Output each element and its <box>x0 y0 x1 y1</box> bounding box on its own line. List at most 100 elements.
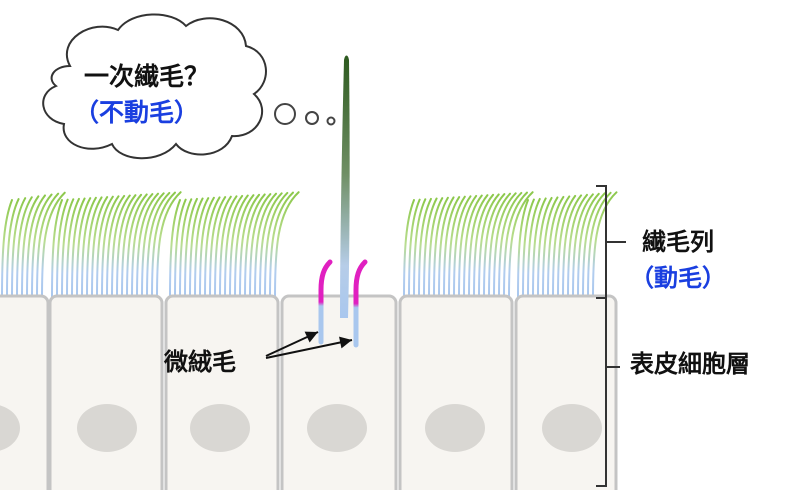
cilium <box>418 197 432 299</box>
cilium <box>11 197 27 299</box>
cilium <box>169 199 181 299</box>
annotations <box>42 13 626 487</box>
cilium <box>259 192 283 299</box>
arrow-head <box>304 331 318 343</box>
cilium <box>274 191 300 299</box>
cilium <box>61 198 75 299</box>
cilium <box>527 197 541 299</box>
cilium <box>403 199 415 299</box>
label-microvilli: 微絨毛 <box>164 348 236 376</box>
cilium <box>249 193 272 299</box>
cilia-tuft <box>169 191 300 299</box>
arrow-to-microvillus-right <box>265 336 353 359</box>
label-cilia-row: 繊毛列 <box>642 228 714 256</box>
cilium <box>51 199 63 299</box>
thought-bubble-small <box>326 116 336 126</box>
cilium <box>146 191 171 299</box>
cilium <box>244 193 266 299</box>
thought-bubble-large <box>274 103 296 125</box>
cilium <box>56 198 69 299</box>
epithelial-cell <box>280 294 398 490</box>
nucleus <box>190 404 250 452</box>
cilium <box>577 192 600 299</box>
cilia-tuft <box>517 191 618 299</box>
cilium <box>229 194 249 299</box>
cilium <box>428 197 444 299</box>
microvillus-left <box>318 259 333 345</box>
nucleus <box>425 404 485 452</box>
epithelial-cells <box>0 294 618 490</box>
cilium <box>101 195 120 299</box>
cilium <box>453 195 472 299</box>
cilium <box>269 191 294 299</box>
cilium <box>498 191 523 299</box>
cilium <box>31 193 53 299</box>
cilium <box>587 191 612 299</box>
cilium <box>508 191 534 299</box>
cilium <box>423 197 438 299</box>
cell-body <box>0 294 50 490</box>
cilia-tuft <box>403 191 534 299</box>
cilium <box>264 191 289 299</box>
cilium <box>572 193 594 299</box>
cilium <box>458 194 478 299</box>
cilium <box>199 196 215 299</box>
thought-bubble-medium <box>305 111 319 125</box>
cilium <box>413 198 427 299</box>
arrow-shaft <box>265 339 353 359</box>
thought-line-primary-cilium: 一次繊毛？ <box>84 62 210 91</box>
arrow-head <box>339 336 352 349</box>
cilium <box>189 197 204 299</box>
cilium <box>438 196 455 299</box>
cilium <box>254 192 278 299</box>
label-epithelial-layer: 表皮細胞層 <box>630 350 750 378</box>
microvillus-right <box>353 259 368 348</box>
cilium <box>443 196 461 299</box>
label-motile-cilia: （動毛） <box>630 264 726 292</box>
cilium <box>408 198 421 299</box>
cilium <box>239 193 261 299</box>
cilium <box>552 195 571 299</box>
cilium <box>96 195 114 299</box>
cilium <box>503 191 528 299</box>
cilium <box>532 197 547 299</box>
cilium <box>463 194 483 299</box>
primary-cilium <box>340 55 350 318</box>
cilium <box>141 192 165 299</box>
cilium <box>562 194 583 299</box>
nucleus <box>0 405 20 451</box>
cilia-tuft <box>51 191 182 299</box>
cilium <box>567 193 588 299</box>
cilium <box>76 197 92 299</box>
cilium <box>537 196 553 299</box>
cilium <box>179 198 193 299</box>
cell-body <box>514 294 618 490</box>
cilium <box>91 196 109 299</box>
nucleus <box>542 404 602 452</box>
cilium <box>156 191 182 299</box>
cell-body <box>48 294 164 490</box>
cilium <box>71 197 86 299</box>
epithelial-cell <box>514 294 618 490</box>
cilium <box>106 194 126 299</box>
cilium <box>184 197 198 299</box>
cilium <box>547 195 565 299</box>
epithelium-bracket <box>596 297 607 487</box>
nucleus <box>77 404 137 452</box>
cilium <box>116 194 137 299</box>
cell-body <box>398 294 514 490</box>
cilium <box>493 192 517 299</box>
thought-cloud <box>42 13 267 160</box>
cilium <box>21 195 40 299</box>
cilium <box>582 192 606 299</box>
cilium <box>234 194 255 299</box>
cilium <box>26 194 46 299</box>
primary-cilium-cell <box>318 55 368 348</box>
epithelial-cell <box>48 294 164 490</box>
epithelial-cell <box>398 294 514 490</box>
cilium <box>224 194 244 299</box>
cilium <box>16 196 33 299</box>
cilium <box>522 198 535 299</box>
